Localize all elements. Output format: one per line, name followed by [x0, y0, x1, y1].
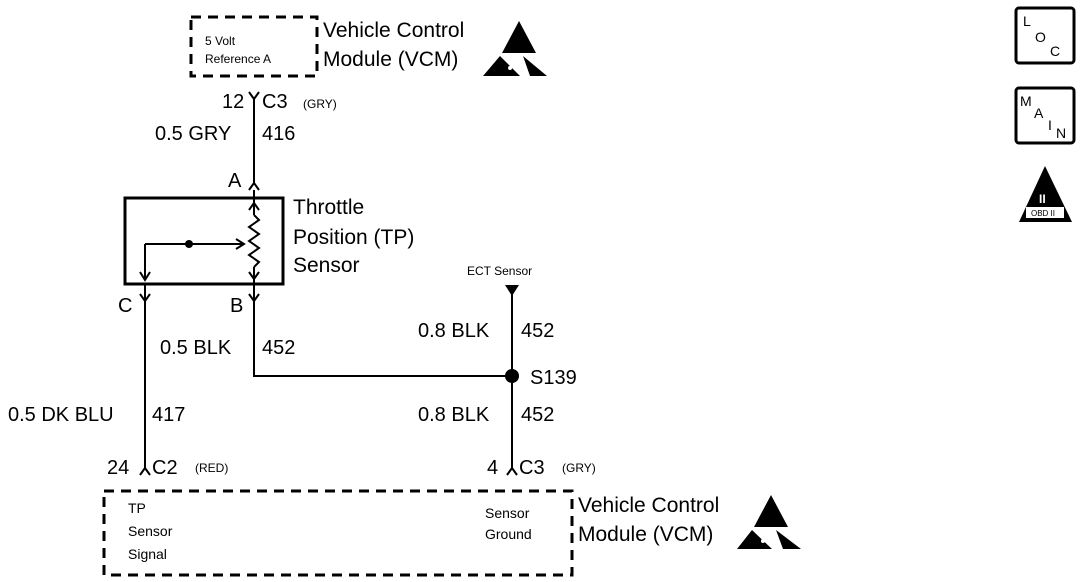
- top-connector-pin: 12: [222, 91, 244, 113]
- wire-417-circuit: 417: [152, 404, 185, 426]
- main-icon-a: A: [1034, 105, 1044, 121]
- wire-452-ect-gauge: 0.8 BLK: [418, 320, 490, 342]
- sensor-pin-b: B: [230, 295, 243, 317]
- wire-452-tp-gauge: 0.5 BLK: [160, 337, 232, 359]
- wire-452-ground-circuit: 452: [521, 404, 554, 426]
- bottom-right-connector-name: C3: [519, 457, 545, 479]
- wire-452-tp-circuit: 452: [262, 337, 295, 359]
- top-terminal-label-1: 5 Volt: [205, 34, 236, 48]
- splice-label: S139: [530, 367, 577, 389]
- sensor-name-2: Position (TP): [293, 226, 414, 249]
- main-icon-n: N: [1056, 125, 1066, 141]
- loc-icon-l: L: [1023, 13, 1031, 29]
- loc-icon[interactable]: L O C: [1014, 6, 1076, 65]
- sensor-ground-label-2: Ground: [485, 526, 532, 542]
- sensor-name-1: Throttle: [293, 196, 364, 219]
- bottom-left-connector-color: (RED): [195, 461, 228, 475]
- wire-417-gauge: 0.5 DK BLU: [8, 404, 114, 426]
- bottom-left-connector-name: C2: [152, 457, 178, 479]
- wire-416-gauge: 0.5 GRY: [155, 123, 231, 145]
- sensor-pin-a: A: [228, 170, 242, 192]
- wire-416-circuit: 416: [262, 123, 295, 145]
- bottom-right-connector-symbol: [506, 466, 518, 476]
- sensor-name-3: Sensor: [293, 254, 360, 277]
- esd-warning-icon: [483, 21, 547, 76]
- top-connector-symbol: [248, 91, 260, 101]
- tp-signal-label-1: TP: [128, 500, 146, 516]
- obd-ii-text: OBD II: [1031, 209, 1055, 218]
- top-terminal-label-2: Reference A: [205, 52, 271, 66]
- top-connector-name: C3: [262, 91, 288, 113]
- bottom-module-box: [102, 489, 574, 577]
- top-module-box: [189, 15, 319, 78]
- loc-icon-c: C: [1050, 43, 1060, 59]
- tp-signal-label-3: Signal: [128, 546, 167, 562]
- top-module-name-1: Vehicle Control: [323, 19, 464, 42]
- main-icon[interactable]: M A I N: [1014, 86, 1076, 145]
- bottom-left-connector-symbol: [139, 466, 151, 476]
- bottom-module-name-1: Vehicle Control: [578, 494, 719, 517]
- tp-sensor-box: [123, 196, 285, 286]
- loc-icon-o: O: [1035, 29, 1046, 45]
- bottom-right-connector-color: (GRY): [562, 461, 596, 475]
- potentiometer-symbol: [139, 198, 261, 284]
- sensor-ground-label-1: Sensor: [485, 505, 530, 521]
- tp-signal-label-2: Sensor: [128, 523, 173, 539]
- top-module-name-2: Module (VCM): [323, 48, 458, 71]
- obd-ii-numeral: II: [1039, 192, 1046, 206]
- main-icon-i: I: [1048, 117, 1052, 133]
- wire-452-tp: [253, 301, 512, 377]
- ect-sensor-label: ECT Sensor: [467, 264, 532, 278]
- bottom-module-name-2: Module (VCM): [578, 523, 713, 546]
- esd-warning-icon: [737, 495, 801, 549]
- main-icon-m: M: [1020, 93, 1032, 109]
- sensor-pin-c: C: [118, 295, 132, 317]
- bottom-right-connector-pin: 4: [487, 457, 498, 479]
- pin-a-connector: [248, 181, 260, 191]
- obd-ii-icon[interactable]: II OBD II: [1019, 166, 1072, 222]
- top-connector-color: (GRY): [303, 97, 337, 111]
- bottom-left-connector-pin: 24: [107, 457, 129, 479]
- wire-452-ground-gauge: 0.8 BLK: [418, 404, 490, 426]
- wire-452-ect-circuit: 452: [521, 320, 554, 342]
